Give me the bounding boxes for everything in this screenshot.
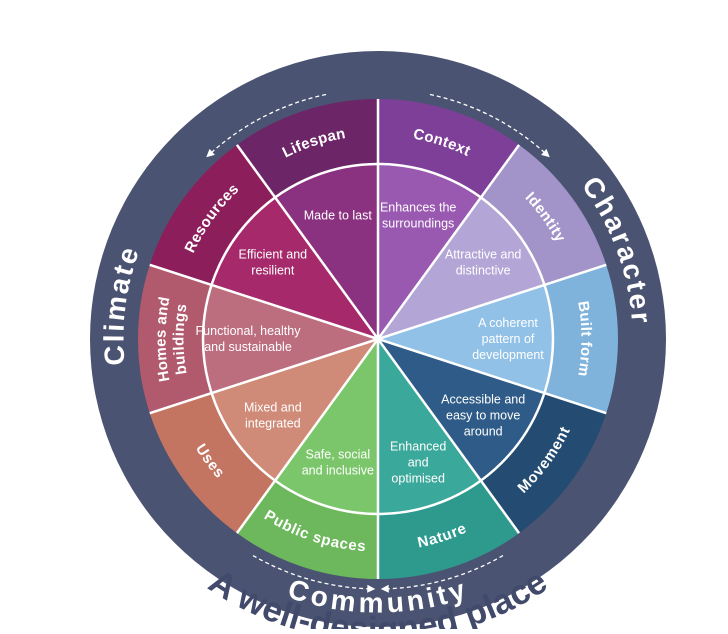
segment-outer-context [378, 99, 520, 198]
segment-inner-identity [378, 197, 545, 339]
segment-inner-lifespan [275, 164, 378, 339]
segment-inner-public-spaces [275, 339, 378, 515]
segment-outer-uses [149, 393, 276, 534]
ring-arrows [206, 93, 550, 593]
segment-inner-nature [378, 339, 481, 514]
ring-arrow-1 [210, 93, 327, 154]
segment-description-lifespan: Made to last [304, 208, 373, 222]
ring-arrow-2 [429, 93, 546, 154]
segment-outer-lifespan [236, 99, 378, 198]
segment-inner-homes-and-buildings [203, 284, 378, 394]
segment-inner-context [378, 164, 481, 339]
segment-inner-uses [211, 339, 378, 481]
segment-inner-resources [211, 197, 378, 339]
segment-outer-resources [149, 144, 276, 285]
segment-outer-built-form [544, 264, 618, 414]
segment-inner-built-form [378, 284, 553, 394]
segment-outer-nature [378, 480, 520, 579]
dividers [149, 99, 607, 579]
segments [138, 99, 618, 579]
segment-outer-public-spaces [236, 480, 378, 579]
segment-outer-movement [480, 393, 607, 534]
segment-outer-identity [480, 144, 607, 285]
segment-label-homes-and-buildings-line2: buildings [170, 302, 190, 376]
segment-label-homes-and-buildings-line1: Homes and [152, 295, 173, 383]
segment-outer-homes-and-buildings [138, 264, 212, 414]
segment-inner-movement [378, 339, 545, 481]
segment-label-built-form: Built form [574, 300, 594, 378]
